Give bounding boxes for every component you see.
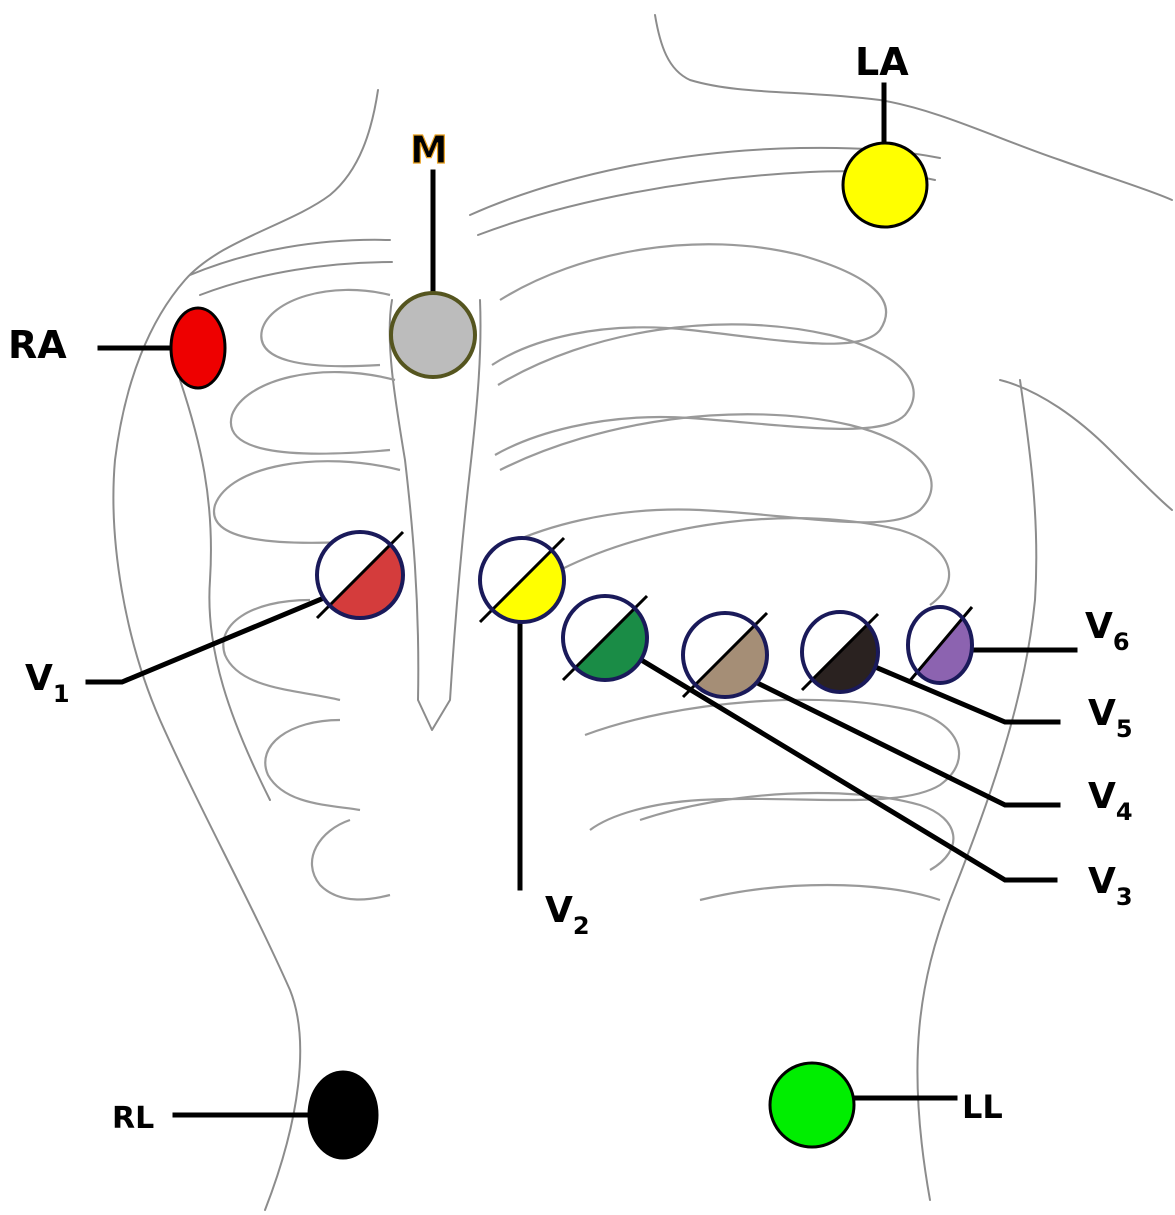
label-rl: RL: [112, 1101, 154, 1136]
label-la: LA: [855, 40, 909, 84]
label-v4-sub: 4: [1116, 798, 1133, 826]
label-v6-letter: V: [1085, 606, 1113, 647]
electrode-v4: [681, 613, 767, 699]
svg-text:V4: V4: [1088, 776, 1133, 826]
label-v1-letter: V: [25, 658, 53, 699]
torso-outline: [113, 15, 1172, 1210]
lead-wire-v1: [88, 585, 355, 682]
label-v1-sub: 1: [53, 680, 70, 708]
svg-text:V5: V5: [1088, 693, 1133, 743]
label-m: M: [410, 128, 448, 172]
label-v4: V4: [1088, 776, 1133, 826]
electrode-labels: RA LA M RL LL V1 V2 V3 V4 V5 V6: [8, 40, 1133, 1136]
label-v1: V1: [25, 658, 70, 708]
svg-text:V1: V1: [25, 658, 70, 708]
label-v3-sub: 3: [1116, 883, 1133, 911]
electrode-m: [391, 293, 475, 377]
label-v3-letter: V: [1088, 861, 1116, 902]
electrode-ra: [171, 308, 225, 388]
label-v6-sub: 6: [1113, 628, 1130, 656]
svg-text:V2: V2: [545, 890, 590, 940]
svg-text:V6: V6: [1085, 606, 1130, 656]
electrode-v5: [796, 610, 880, 694]
label-v3: V3: [1088, 861, 1133, 911]
label-v2-letter: V: [545, 890, 573, 931]
electrode-v6: [904, 605, 974, 685]
label-ra: RA: [8, 323, 67, 367]
electrode-la: [843, 143, 927, 227]
label-v5-letter: V: [1088, 693, 1116, 734]
label-v2: V2: [545, 890, 590, 940]
electrode-v1: [315, 532, 403, 620]
label-v2-sub: 2: [573, 912, 590, 940]
svg-text:V3: V3: [1088, 861, 1133, 911]
electrode-rl: [309, 1072, 377, 1158]
label-ll: LL: [962, 1088, 1003, 1126]
electrode-v2: [478, 538, 564, 624]
electrode-v3: [561, 596, 647, 682]
clavicles: [190, 148, 940, 295]
label-v5-sub: 5: [1116, 715, 1133, 743]
electrode-ll: [770, 1063, 854, 1147]
lead-wires: [88, 85, 1075, 1115]
label-v6: V6: [1085, 606, 1130, 656]
label-v4-letter: V: [1088, 776, 1116, 817]
label-v5: V5: [1088, 693, 1133, 743]
